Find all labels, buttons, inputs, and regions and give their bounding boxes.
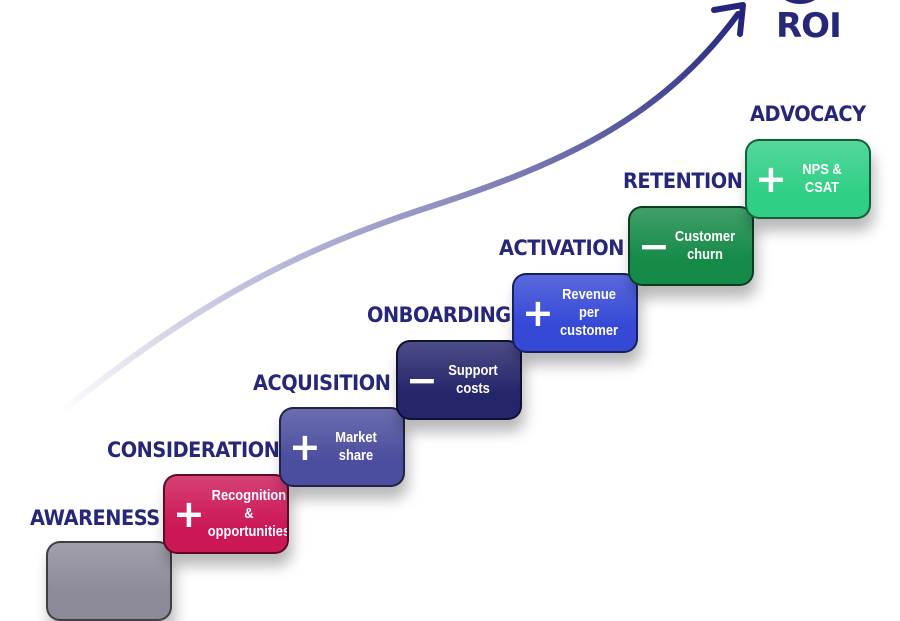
stage-label-activation: ACTIVATION xyxy=(499,236,624,260)
plus-icon: + xyxy=(755,157,787,201)
plus-icon: + xyxy=(289,425,321,469)
growth-arrow-shaft xyxy=(63,11,741,411)
metric-text: Customer churn xyxy=(674,228,736,263)
stage-label-onboarding: ONBOARDING xyxy=(367,303,511,327)
plus-icon: + xyxy=(173,492,205,536)
stage-card-consideration: + Recognition & opportunities xyxy=(163,474,289,554)
stage-card-activation: + Revenue per customer xyxy=(512,273,638,353)
stage-card-awareness xyxy=(46,541,172,621)
growth-arrow-head xyxy=(711,2,746,37)
metric-text: Revenue per customer xyxy=(559,286,619,339)
growth-arrow xyxy=(63,2,746,411)
minus-icon: − xyxy=(406,358,438,402)
minus-icon: − xyxy=(638,224,670,268)
stage-card-onboarding: − Support costs xyxy=(396,340,522,420)
roi-title: ROI xyxy=(776,6,842,46)
metric-text: Recognition & opportunities xyxy=(207,487,289,540)
metric-text: Support costs xyxy=(448,362,498,397)
stage-card-acquisition: + Market share xyxy=(279,407,405,487)
plus-icon: + xyxy=(522,291,554,335)
metric-text: NPS & CSAT xyxy=(802,161,842,196)
stage-label-consideration: CONSIDERATION xyxy=(107,438,280,462)
stage-label-advocacy: ADVOCACY xyxy=(750,102,866,126)
stage-label-awareness: AWARENESS xyxy=(30,506,160,530)
stage-card-retention: − Customer churn xyxy=(628,206,754,286)
stage-label-acquisition: ACQUISITION xyxy=(253,371,391,395)
stage-label-retention: RETENTION xyxy=(623,169,743,193)
stage-card-advocacy: + NPS & CSAT xyxy=(745,139,871,219)
metric-text: Market share xyxy=(335,429,377,464)
